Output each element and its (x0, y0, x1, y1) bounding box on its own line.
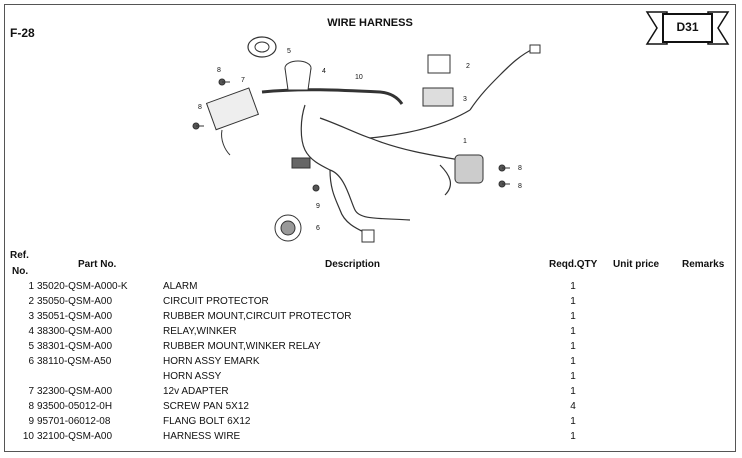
callout-10: 10 (355, 74, 363, 81)
row-ref: 4 (28, 326, 34, 337)
table-row: 8 93500-05012-0H SCREW PAN 5X12 4 (0, 401, 742, 416)
row-description: RUBBER MOUNT,WINKER RELAY (163, 341, 321, 352)
row-description: HORN ASSY (163, 371, 222, 382)
row-ref: 5 (28, 341, 34, 352)
row-ref: 6 (28, 356, 34, 367)
row-description: FLANG BOLT 6X12 (163, 416, 251, 427)
row-part-no: 35020-QSM-A000-K (37, 281, 128, 292)
callout-3: 3 (463, 96, 467, 103)
row-qty: 1 (570, 281, 576, 292)
badge-banner (645, 11, 730, 45)
row-description: 12v ADAPTER (163, 386, 229, 397)
page-frame (4, 4, 736, 452)
row-part-no: 35051-QSM-A00 (37, 311, 113, 322)
callout-4: 4 (322, 68, 326, 75)
row-ref: 2 (28, 296, 34, 307)
callout-8: 8 (217, 67, 221, 74)
table-row: 9 95701-06012-08 FLANG BOLT 6X12 1 (0, 416, 742, 431)
row-part-no: 93500-05012-0H (37, 401, 113, 412)
row-qty: 1 (570, 296, 576, 307)
row-qty: 4 (570, 401, 576, 412)
row-description: HORN ASSY EMARK (163, 356, 260, 367)
table-row: 4 38300-QSM-A00 RELAY,WINKER 1 (0, 326, 742, 341)
col-part-no: Part No. (78, 259, 117, 270)
table-row: 2 35050-QSM-A00 CIRCUIT PROTECTOR 1 (0, 296, 742, 311)
page-code: F-28 (10, 26, 35, 40)
row-ref: 10 (22, 431, 34, 442)
page-title: WIRE HARNESS (327, 17, 413, 29)
callout-8: 8 (198, 104, 202, 111)
col-ref-line2: No. (12, 266, 29, 277)
table-row: 5 38301-QSM-A00 RUBBER MOUNT,WINKER RELA… (0, 341, 742, 356)
row-ref: 3 (28, 311, 34, 322)
row-part-no: 32100-QSM-A00 (37, 431, 113, 442)
row-description: HARNESS WIRE (163, 431, 241, 442)
row-ref: 8 (28, 401, 34, 412)
col-unit-price: Unit price (613, 259, 660, 270)
callout-1: 1 (463, 138, 467, 145)
row-part-no: 38300-QSM-A00 (37, 326, 113, 337)
col-remarks: Remarks (682, 259, 725, 270)
row-description: ALARM (163, 281, 198, 292)
col-description: Description (325, 259, 381, 270)
col-qty: Reqd.QTY (549, 259, 598, 270)
row-qty: 1 (570, 326, 576, 337)
callout-5: 5 (287, 48, 291, 55)
callout-6: 6 (316, 225, 320, 232)
table-row: 6 38110-QSM-A50 HORN ASSY EMARK 1 (0, 356, 742, 371)
row-part-no: 32300-QSM-A00 (37, 386, 113, 397)
table-row: 1 35020-QSM-A000-K ALARM 1 (0, 281, 742, 296)
row-description: CIRCUIT PROTECTOR (163, 296, 269, 307)
table-row: 7 32300-QSM-A00 12v ADAPTER 1 (0, 386, 742, 401)
row-description: RUBBER MOUNT,CIRCUIT PROTECTOR (163, 311, 352, 322)
row-description: RELAY,WINKER (163, 326, 237, 337)
row-qty: 1 (570, 356, 576, 367)
callout-9: 9 (316, 203, 320, 210)
row-part-no: 35050-QSM-A00 (37, 296, 113, 307)
row-part-no: 38110-QSM-A50 (37, 356, 112, 367)
row-description: SCREW PAN 5X12 (163, 401, 249, 412)
row-qty: 1 (570, 386, 576, 397)
row-qty: 1 (570, 371, 576, 382)
table-row: 3 35051-QSM-A00 RUBBER MOUNT,CIRCUIT PRO… (0, 311, 742, 326)
badge-label: D31 (676, 20, 699, 34)
table-row: 10 32100-QSM-A00 HARNESS WIRE 1 (0, 431, 742, 446)
table-row: HORN ASSY 1 (0, 371, 742, 386)
callout-2: 2 (466, 63, 470, 70)
row-ref: 7 (28, 386, 34, 397)
row-ref: 9 (28, 416, 34, 427)
row-qty: 1 (570, 341, 576, 352)
row-ref: 1 (28, 281, 34, 292)
row-qty: 1 (570, 431, 576, 442)
callout-8: 8 (518, 183, 522, 190)
row-part-no: 95701-06012-08 (37, 416, 111, 427)
row-qty: 1 (570, 416, 576, 427)
callout-8: 8 (518, 165, 522, 172)
row-part-no: 38301-QSM-A00 (37, 341, 113, 352)
callout-7: 7 (241, 77, 245, 84)
wire-harness-diagram: 1 2 3 4 5 6 7 8 8 8 8 9 10 (192, 36, 541, 243)
row-qty: 1 (570, 311, 576, 322)
col-ref-line1: Ref. (10, 250, 29, 261)
